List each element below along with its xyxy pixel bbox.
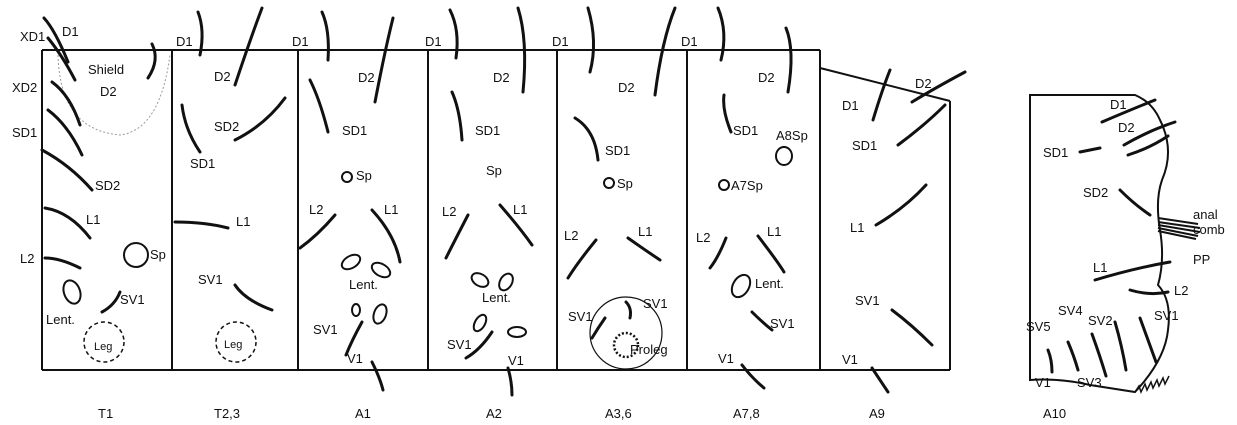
label-a78-l1: L1 <box>767 224 781 239</box>
label-a9-d1: D1 <box>842 98 859 113</box>
label-a10-sd1: SD1 <box>1043 145 1068 160</box>
label-a78-lent: Lent. <box>755 276 784 291</box>
label-a36-sv1-right: SV1 <box>643 296 668 311</box>
label-t23-sv1: SV1 <box>198 272 223 287</box>
segment-label-a2: A2 <box>486 406 502 421</box>
label-a2-d1: D1 <box>425 34 442 49</box>
segment-label-a10: A10 <box>1043 406 1066 421</box>
segment-label-a1: A1 <box>355 406 371 421</box>
label-t23-d1: D1 <box>176 34 193 49</box>
label-a78-d2: D2 <box>758 70 775 85</box>
label-a1-lent: Lent. <box>349 277 378 292</box>
label-a78-l2: L2 <box>696 230 710 245</box>
label-a36-l1: L1 <box>638 224 652 239</box>
label-t1-lent: Lent. <box>46 312 75 327</box>
segment-label-t1: T1 <box>98 406 113 421</box>
label-a2-l1: L1 <box>513 202 527 217</box>
label-t1-d1: D1 <box>62 24 79 39</box>
anal-comb <box>1157 217 1201 240</box>
label-a78-v1: V1 <box>718 351 734 366</box>
label-t1-xd1: XD1 <box>20 29 45 44</box>
setae <box>40 6 1177 397</box>
label-t23-l1: L1 <box>236 214 250 229</box>
label-a78-a7sp: A7Sp <box>731 178 763 193</box>
label-a1-v1: V1 <box>347 351 363 366</box>
label-a10-sv2: SV2 <box>1088 313 1113 328</box>
label-a1-d1: D1 <box>292 34 309 49</box>
label-a36-sd1: SD1 <box>605 143 630 158</box>
label-a10-pp: PP <box>1193 252 1210 267</box>
label-a36-sp: Sp <box>617 176 633 191</box>
segment-label-a9: A9 <box>869 406 885 421</box>
label-a9-sv1: SV1 <box>855 293 880 308</box>
label-a10-d1: D1 <box>1110 97 1127 112</box>
label-t1-sp: Sp <box>150 247 166 262</box>
label-a1-d2: D2 <box>358 70 375 85</box>
label-a78-sd1: SD1 <box>733 123 758 138</box>
label-a2-sp: Sp <box>486 163 502 178</box>
label-t1-xd2: XD2 <box>12 80 37 95</box>
label-a36-d2: D2 <box>618 80 635 95</box>
label-t23-leg: Leg <box>224 339 242 351</box>
label-a10-l1: L1 <box>1093 260 1107 275</box>
label-a10-l2: L2 <box>1174 283 1188 298</box>
label-a1-sd1: SD1 <box>342 123 367 138</box>
label-t1-sd2: SD2 <box>95 178 120 193</box>
label-a36-proleg: Proleg <box>630 342 668 357</box>
label-t1-d2: D2 <box>100 84 117 99</box>
label-t1-leg: Leg <box>94 341 112 353</box>
label-a78-d1: D1 <box>681 34 698 49</box>
label-a10-sv3: SV3 <box>1077 375 1102 390</box>
label-a2-d2: D2 <box>493 70 510 85</box>
label-a2-sv1: SV1 <box>447 337 472 352</box>
label-a1-l2: L2 <box>309 202 323 217</box>
label-a1-sp: Sp <box>356 168 372 183</box>
label-a10-sv5: SV5 <box>1026 319 1051 334</box>
label-t1-shield: Shield <box>88 62 124 77</box>
label-a2-sd1: SD1 <box>475 123 500 138</box>
label-a10-comb: comb <box>1193 222 1225 237</box>
label-a10-sv1: SV1 <box>1154 308 1179 323</box>
label-a36-l2: L2 <box>564 228 578 243</box>
label-a1-sv1: SV1 <box>313 322 338 337</box>
label-t1-sd1: SD1 <box>12 125 37 140</box>
segment-label-t23: T2,3 <box>214 406 240 421</box>
label-a2-v1: V1 <box>508 353 524 368</box>
label-a10-sv4: SV4 <box>1058 303 1083 318</box>
segment-frame <box>41 49 1170 394</box>
posterior-teeth <box>1134 375 1170 394</box>
label-a1-l1: L1 <box>384 202 398 217</box>
structures <box>62 146 793 370</box>
label-a10-anal: anal <box>1193 207 1218 222</box>
shield-outline <box>57 54 171 136</box>
label-a9-l1: L1 <box>850 220 864 235</box>
label-a10-v1: V1 <box>1035 375 1051 390</box>
label-a2-lent: Lent. <box>482 290 511 305</box>
label-a78-sv1: SV1 <box>770 316 795 331</box>
segment-label-a36: A3,6 <box>605 406 632 421</box>
label-t23-sd2: SD2 <box>214 119 239 134</box>
label-t23-sd1: SD1 <box>190 156 215 171</box>
label-t23-d2: D2 <box>214 69 231 84</box>
label-a9-sd1: SD1 <box>852 138 877 153</box>
label-a78-a8sp: A8Sp <box>776 128 808 143</box>
label-a10-d2: D2 <box>1118 120 1135 135</box>
label-a36-sv1-left: SV1 <box>568 309 593 324</box>
label-t1-sv1: SV1 <box>120 292 145 307</box>
segment-label-a78: A7,8 <box>733 406 760 421</box>
label-a10-sd2: SD2 <box>1083 185 1108 200</box>
label-a9-d2: D2 <box>915 76 932 91</box>
label-a9-v1: V1 <box>842 352 858 367</box>
label-a36-d1: D1 <box>552 34 569 49</box>
label-t1-l2: L2 <box>20 251 34 266</box>
label-a2-l2: L2 <box>442 204 456 219</box>
label-t1-l1: L1 <box>86 212 100 227</box>
